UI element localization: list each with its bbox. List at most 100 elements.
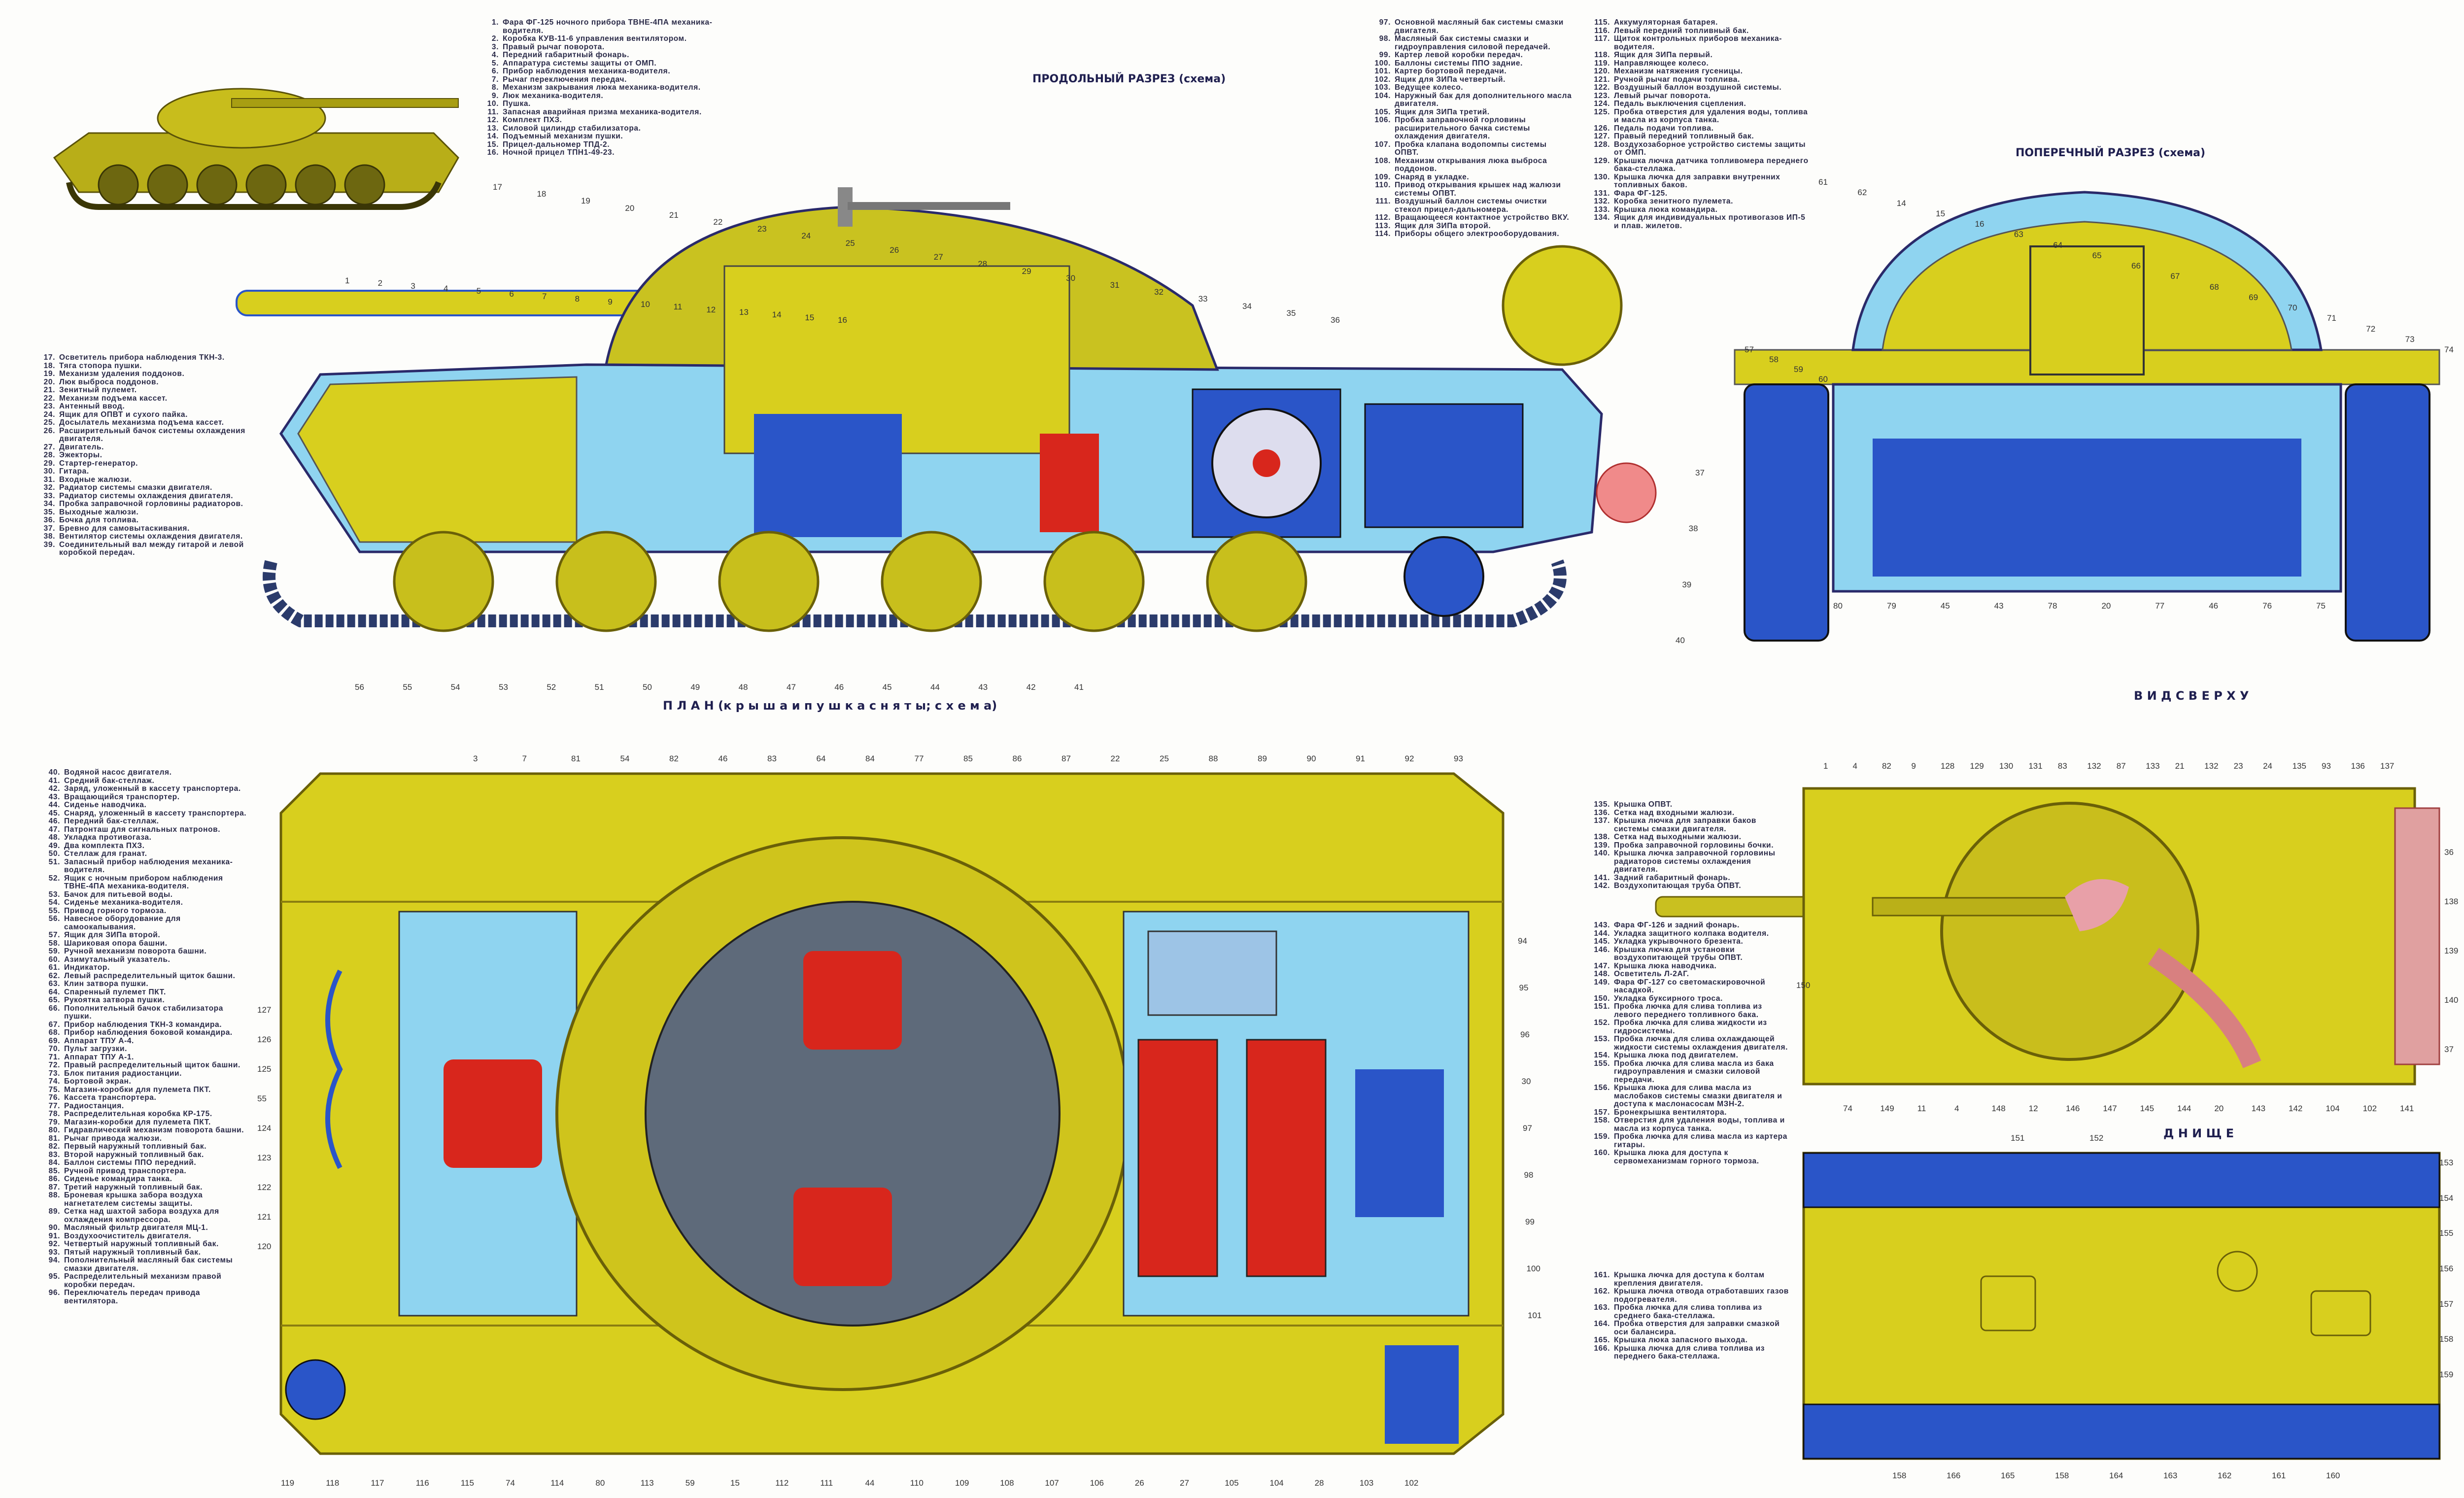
callout-number: 133 xyxy=(2146,761,2160,771)
legend-item: 129.Крышка лючка датчика топливомера пер… xyxy=(1584,157,1811,173)
legend-item: 138.Сетка над выходными жалюзи. xyxy=(1584,833,1791,842)
callout-number: 1 xyxy=(1823,761,1828,771)
legend-item-number: 138. xyxy=(1594,833,1610,841)
legend-item-text: Ручной привод транспортера. xyxy=(64,1166,187,1175)
legend-item-text: Стартер-генератор. xyxy=(59,459,138,468)
legend-item: 14.Подъемный механизм пушки. xyxy=(473,132,729,141)
callout-number: 28 xyxy=(978,259,988,269)
callout-number: 163 xyxy=(2163,1471,2178,1480)
longitudinal-section-title: ПРОДОЛЬНЫЙ РАЗРЕЗ (схема) xyxy=(1032,73,1226,85)
legend-item-number: 121. xyxy=(1594,75,1610,84)
legend-item: 66.Пополнительный бачок стабилизатора пу… xyxy=(34,1004,251,1021)
legend-item: 96.Переключатель передач привода вентиля… xyxy=(34,1289,251,1305)
legend-item: 124.Педаль выключения сцепления. xyxy=(1584,100,1811,108)
legend-item-number: 6. xyxy=(491,67,499,75)
legend-item-text: Пульт загрузки. xyxy=(64,1045,128,1053)
legend-item-number: 39. xyxy=(43,540,55,549)
legend-item-number: 119. xyxy=(1594,59,1610,68)
legend-item-text: Заряд, уложенный в кассету транспортера. xyxy=(64,784,241,793)
legend-item: 101.Картер бортовой передачи. xyxy=(1365,67,1572,76)
legend-item: 4.Передний габаритный фонарь. xyxy=(473,51,729,60)
callout-number: 106 xyxy=(1090,1478,1104,1488)
legend-item-text: Пробка лючка для слива топлива из левого… xyxy=(1614,1002,1762,1019)
callout-number: 19 xyxy=(581,196,590,206)
legend-item-number: 117. xyxy=(1594,34,1610,43)
callout-number: 25 xyxy=(845,238,855,248)
top-fuel-drums xyxy=(2394,807,2440,1065)
legend-item-number: 12. xyxy=(487,116,499,124)
callout-number: 32 xyxy=(1154,287,1164,297)
legend-item-text: Крышка лючка для заправки баков системы … xyxy=(1614,817,1757,833)
legend-items-161-166: 161.Крышка лючка для доступа к болтам кр… xyxy=(1584,1271,1791,1361)
callout-number: 36 xyxy=(2444,848,2454,857)
legend-item-text: Первый наружный топливный бак. xyxy=(64,1142,207,1151)
legend-item-text: Прибор наблюдения боковой командира. xyxy=(64,1028,233,1037)
legend-item: 81.Рычаг привода жалюзи. xyxy=(34,1134,251,1143)
legend-item-number: 103. xyxy=(1374,83,1391,92)
legend-item: 165.Крышка люка запасного выхода. xyxy=(1584,1336,1791,1345)
legend-item-number: 166. xyxy=(1594,1344,1610,1353)
legend-item-text: Левый рычаг поворота. xyxy=(1614,91,1711,100)
callout-number: 18 xyxy=(537,189,547,199)
legend-item-number: 133. xyxy=(1594,205,1610,214)
legend-item-number: 163. xyxy=(1594,1303,1610,1312)
tank-thumbnail xyxy=(53,88,459,210)
legend-item: 126.Педаль подачи топлива. xyxy=(1584,124,1811,133)
legend-item: 133.Крышка люка командира. xyxy=(1584,205,1811,214)
callout-number: 55 xyxy=(403,682,412,692)
callout-number: 161 xyxy=(2272,1471,2286,1480)
callout-number: 74 xyxy=(2444,345,2454,354)
transverse-section-drawing xyxy=(1734,191,2440,642)
callout-number: 88 xyxy=(1208,754,1218,763)
callout-number: 97 xyxy=(1523,1124,1532,1133)
legend-item-number: 33. xyxy=(43,491,55,500)
legend-item: 12.Комплект ПХЗ. xyxy=(473,116,729,125)
callout-number: 93 xyxy=(1454,754,1463,763)
legend-items-17-39: 17.Осветитель прибора наблюдения ТКН-3.1… xyxy=(30,353,246,557)
callout-number: 72 xyxy=(2366,324,2376,334)
callout-number: 164 xyxy=(2109,1471,2123,1480)
legend-item: 72.Правый распределительный щиток башни. xyxy=(34,1061,251,1070)
callout-number: 37 xyxy=(2444,1045,2454,1054)
legend-item-text: Ручной рычаг подачи топлива. xyxy=(1614,75,1740,84)
callout-number: 7 xyxy=(522,754,527,763)
callout-number: 4 xyxy=(1852,761,1857,771)
legend-item: 158.Отверстия для удаления воды, топлива… xyxy=(1584,1116,1791,1133)
legend-item: 57.Ящик для ЗИПа второй. xyxy=(34,931,251,940)
legend-item-text: Ночной прицел ТПН1-49-23. xyxy=(503,148,615,157)
legend-item: 104.Наружный бак для дополнительного мас… xyxy=(1365,92,1572,108)
legend-item-text: Переключатель передач привода вентилятор… xyxy=(64,1289,201,1305)
legend-item: 159.Пробка лючка для слива масла из карт… xyxy=(1584,1132,1791,1149)
legend-item-text: Пушка. xyxy=(503,100,531,108)
legend-item-number: 45. xyxy=(48,809,60,817)
legend-item: 103.Ведущее колесо. xyxy=(1365,83,1572,92)
callout-number: 22 xyxy=(1110,754,1120,763)
legend-item: 149.Фара ФГ-127 со светомаскировочной на… xyxy=(1584,978,1791,995)
callout-number: 23 xyxy=(757,224,767,234)
legend-item-number: 142. xyxy=(1594,882,1610,890)
legend-item: 1.Фара ФГ-125 ночного прибора ТВНЕ-4ПА м… xyxy=(473,18,729,35)
aa-machine-gun xyxy=(848,202,1010,210)
callout-number: 123 xyxy=(257,1153,272,1162)
legend-item: 136.Сетка над входными жалюзи. xyxy=(1584,809,1791,817)
legend-item: 73.Блок питания радиостанции. xyxy=(34,1069,251,1078)
legend-item-number: 24. xyxy=(43,410,55,419)
callout-number: 136 xyxy=(2351,761,2365,771)
callout-number: 158 xyxy=(2439,1334,2454,1344)
legend-item-number: 157. xyxy=(1594,1108,1610,1117)
legend-item: 54.Сиденье механика-водителя. xyxy=(34,898,251,907)
legend-item-text: Механизм закрывания люка механика-водите… xyxy=(503,83,701,92)
callout-number: 53 xyxy=(499,682,508,692)
legend-item-text: Отверстия для удаления воды, топлива и м… xyxy=(1614,1116,1785,1133)
legend-item-number: 81. xyxy=(48,1134,60,1143)
legend-item: 59.Ручной механизм поворота башни. xyxy=(34,947,251,956)
legend-item: 97.Основной масляный бак системы смазки … xyxy=(1365,18,1572,35)
callout-number: 60 xyxy=(1818,374,1828,384)
legend-item-text: Механизм подъема кассет. xyxy=(59,394,168,403)
gun-breech-cross xyxy=(2029,245,2145,375)
callout-number: 50 xyxy=(643,682,652,692)
legend-item-text: Люк механика-водителя. xyxy=(503,91,604,100)
callout-number: 12 xyxy=(706,305,716,314)
ammo-carousel xyxy=(754,414,902,537)
legend-item-text: Воздухозаборное устройство системы защит… xyxy=(1614,140,1806,157)
